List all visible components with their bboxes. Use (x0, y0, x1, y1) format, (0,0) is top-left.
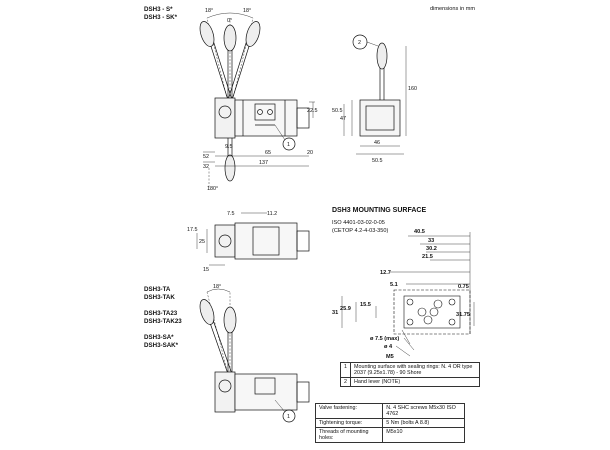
legend-num: 2 (340, 377, 351, 387)
dim-137: 137 (259, 160, 268, 166)
legend-text: Hand lever (NOTE) (350, 377, 480, 387)
dim-40-5: 40.5 (414, 229, 425, 235)
dim-50-5-h: 50.5 (372, 158, 383, 164)
angle-lower: 18° (213, 284, 221, 290)
spec-row: Tightening torque: 5 Nm (bolts A 8.8) (314, 418, 465, 428)
dim-9-5: 9.5 (225, 144, 233, 150)
dim-22-5: 22.5 (307, 108, 318, 114)
dim-52: 52 (203, 154, 209, 160)
dim-7-5: 7.5 (227, 211, 235, 217)
top-view-drawing: 7.5 11.2 17.5 25 15 (187, 211, 310, 273)
spec-label: Tightening torque: (314, 418, 384, 428)
dim-25: 25 (199, 239, 205, 245)
note-dia-4: ø 4 (384, 344, 393, 350)
legend-num: 1 (340, 362, 351, 378)
units-note: dimensions in mm (430, 6, 476, 12)
dim-160: 160 (408, 86, 417, 92)
dim-50-5-v: 50.5 (332, 108, 343, 114)
legend-text: Mounting surface with sealing rings: N. … (350, 362, 480, 378)
angle-left: 18° (205, 8, 213, 14)
dim-15: 15 (203, 267, 209, 273)
dim-65: 65 (265, 150, 271, 156)
legend-table: 1 Mounting surface with sealing rings: N… (340, 362, 480, 387)
model-label-tak: DSH3-TAK (144, 294, 175, 301)
dim-31-75: 31.75 (456, 312, 470, 318)
spec-label: Valve fastening: (314, 403, 384, 419)
dim-33: 33 (428, 238, 434, 244)
legend-row: 2 Hand lever (NOTE) (340, 377, 480, 387)
model-label-sa: DSH3-SA* (144, 334, 174, 341)
lower-front-view-drawing: 18° 1 (199, 284, 310, 423)
dim-0-75: 0.75 (458, 284, 469, 290)
dim-47: 47 (340, 116, 346, 122)
dim-15-5: 15.5 (360, 302, 371, 308)
iso-line: ISO 4401-03-02-0-05 (332, 220, 385, 226)
spec-value: 5 Nm (bolts A 8.8) (382, 418, 465, 428)
cetop-line: (CETOP 4.2-4-03-350) (332, 228, 389, 234)
callout-1-lower: 1 (287, 414, 290, 420)
angle-zero: 0° (227, 18, 232, 24)
spec-table: Valve fastening: N. 4 SHC screws M5x30 I… (314, 403, 465, 443)
front-view-drawing: 18° 18° 0° 180° 22.5 52 32 9.5 65 20 137… (199, 8, 318, 192)
dim-32: 32 (203, 164, 209, 170)
model-label-tak23: DSH3-TAK23 (144, 318, 182, 325)
spec-row: Valve fastening: N. 4 SHC screws M5x30 I… (314, 403, 465, 419)
dim-5-1: 5.1 (390, 282, 398, 288)
model-label-ta: DSH3-TA (144, 286, 171, 293)
note-m5: M5 (386, 354, 394, 360)
dim-31: 31 (332, 310, 338, 316)
dim-25-9: 25.9 (340, 306, 351, 312)
dim-46: 46 (374, 140, 380, 146)
model-label-sk: DSH3 - SK* (144, 14, 178, 21)
dim-17-5: 17.5 (187, 227, 198, 233)
model-label-sak: DSH3-SAK* (144, 342, 179, 349)
model-label-ta23: DSH3-TA23 (144, 310, 178, 317)
dim-21-5: 21.5 (422, 254, 433, 260)
spec-row: Threads of mounting holes: M5x10 (314, 427, 465, 443)
dim-11-2: 11.2 (267, 211, 277, 217)
mounting-title: DSH3 MOUNTING SURFACE (332, 207, 427, 214)
spec-label: Threads of mounting holes: (314, 427, 384, 443)
dim-30-2: 30.2 (426, 246, 437, 252)
angle-right: 18° (243, 8, 251, 14)
dim-20: 20 (307, 150, 313, 156)
callout-1: 1 (287, 142, 290, 148)
angle-180: 180° (207, 186, 218, 192)
legend-row: 1 Mounting surface with sealing rings: N… (340, 362, 480, 378)
mounting-surface-drawing: 40.5 33 30.2 21.5 12.7 5.1 0.75 31 25.9 … (332, 229, 475, 360)
callout-2: 2 (358, 40, 361, 46)
side-view-drawing: 2 50.5 47 160 46 50.5 (332, 34, 417, 164)
note-dia-7-5: ø 7.5 (max) (370, 336, 399, 342)
spec-value: M5x10 (382, 427, 465, 443)
spec-value: N. 4 SHC screws M5x30 ISO 4762 (382, 403, 465, 419)
dim-12-7: 12.7 (380, 270, 391, 276)
model-label-s: DSH3 - S* (144, 6, 173, 13)
